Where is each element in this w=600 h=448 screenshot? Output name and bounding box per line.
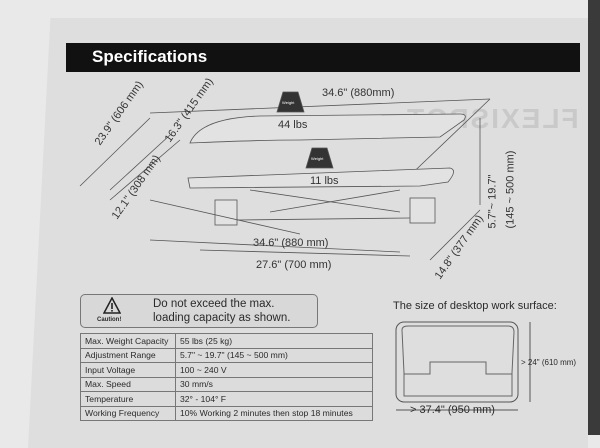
warning-icon (103, 297, 121, 314)
spec-key: Temperature (80, 391, 176, 407)
height-range-in-label: 5.7"~ 19.7" (486, 174, 499, 229)
spec-key: Max. Speed (80, 376, 176, 392)
spec-value: 32° - 104° F (175, 391, 373, 407)
spec-key: Adjustment Range (80, 347, 176, 363)
caution-line-2: loading capacity as shown. (153, 312, 291, 324)
spec-value: 100 ~ 240 V (175, 362, 373, 378)
base-width-label: 34.6" (880 mm) (253, 237, 329, 249)
base-inner-width-label: 27.6" (700 mm) (256, 259, 332, 271)
page-gutter (588, 0, 600, 435)
top-width-label: 34.6" (880mm) (322, 87, 395, 99)
surface-depth-label: > 24" (610 mm) (521, 358, 577, 367)
top-capacity-label: 44 lbs (278, 119, 308, 131)
surface-title: The size of desktop work surface: (393, 300, 557, 312)
surface-width-label: > 37.4" (950 mm) (410, 404, 495, 416)
spec-key: Input Voltage (80, 362, 176, 378)
page-title: Specifications (92, 47, 208, 66)
spec-key: Working Frequency (80, 405, 176, 421)
lower-capacity-label: 11 lbs (310, 175, 339, 187)
spec-value: 5.7" ~ 19.7" (145 ~ 500 mm) (175, 347, 373, 363)
caution-line-1: Do not exceed the max. (153, 298, 275, 310)
weight-icon-top: Weight (282, 100, 295, 105)
spec-key: Max. Weight Capacity (80, 333, 176, 349)
section-header: Specifications (66, 43, 580, 72)
spec-value: 10% Working 2 minutes then stop 18 minut… (175, 405, 373, 421)
desk-converter-diagram: Weight Weight (79, 91, 491, 261)
work-surface-diagram (395, 321, 531, 411)
caution-box: Caution! Do not exceed the max. loading c… (80, 294, 318, 328)
caution-message: Do not exceed the max. loading capacity a… (153, 297, 290, 325)
height-range-mm-label: (145 ~ 500 mm) (504, 150, 517, 229)
spec-value: 55 lbs (25 kg) (175, 333, 373, 349)
weight-icon-lower: Weight (311, 156, 324, 161)
spec-value: 30 mm/s (175, 376, 373, 392)
caution-label: Caution! (97, 317, 122, 323)
